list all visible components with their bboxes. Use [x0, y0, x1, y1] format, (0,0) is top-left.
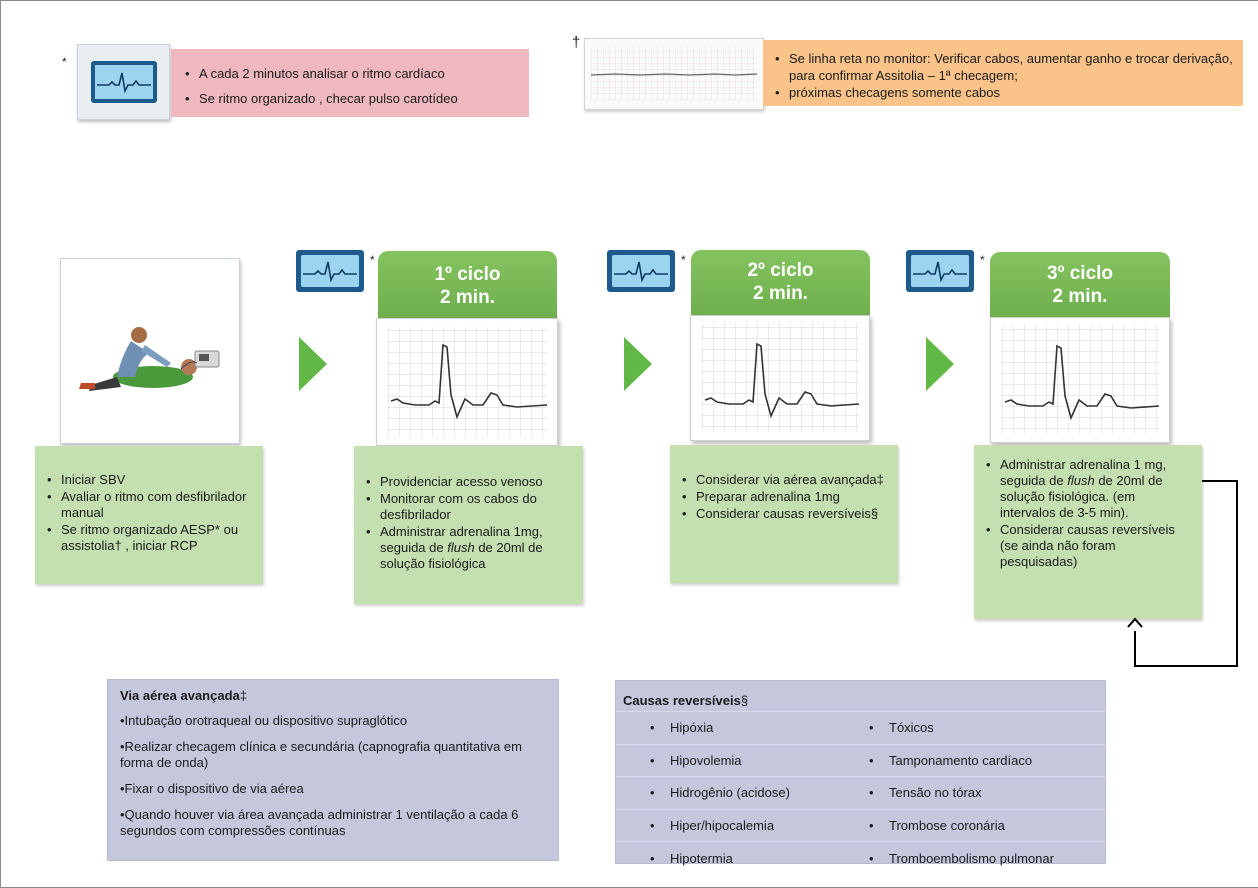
monitor-icon	[296, 250, 364, 292]
note-item: •Se linha reta no monitor: Verificar cab…	[775, 51, 1233, 83]
flow-arrow-icon	[926, 337, 954, 391]
table-row: •Hidrogênio (acidose) •Tensão no tórax	[616, 776, 1105, 809]
via-aerea-item: •Fixar o dispositivo de via aérea	[120, 781, 304, 796]
dagger-marker: †	[572, 34, 581, 51]
cause-cell: •Tamponamento cardíaco	[837, 743, 1105, 777]
cause-cell: •Hipóxia	[616, 711, 837, 744]
step-item: •Providenciar acesso venoso	[366, 474, 543, 489]
via-aerea-item: •Realizar checagem clínica e secundária …	[120, 739, 522, 770]
flow-arrow-icon	[299, 337, 327, 391]
step-item: •Considerar causas reversíveis§	[682, 506, 879, 521]
cycle-header: 1º ciclo 2 min.	[378, 251, 557, 321]
cycle-header: 3º ciclo 2 min.	[990, 252, 1170, 320]
note-item: •Se ritmo organizado , checar pulso caro…	[185, 91, 458, 106]
loop-connector	[1134, 665, 1238, 667]
step-item: •Considerar causas reversíveis (se ainda…	[986, 522, 1175, 569]
cause-cell: •Tromboembolismo pulmonar	[837, 841, 1105, 874]
cpr-illustration	[60, 258, 240, 444]
via-aerea-box: Via aérea avançada‡ •Intubação orotraque…	[107, 679, 559, 861]
monitor-icon	[607, 250, 675, 292]
asystole-strip	[584, 38, 764, 110]
cause-cell: •Hiper/hipocalemia	[616, 808, 837, 842]
step-item: •Monitorar com os cabos do desfibrilador	[366, 491, 537, 522]
cycle-title: 2º ciclo	[747, 260, 814, 281]
via-aerea-item: •Quando houver via área avançada adminis…	[120, 807, 519, 838]
cause-cell: •Trombose coronária	[837, 808, 1105, 842]
causas-reversiveis-box: Causas reversíveis§ •Hipóxia •Tóxicos •H…	[615, 680, 1106, 874]
loop-arrow-icon	[1127, 617, 1143, 628]
via-aerea-item: •Intubação orotraqueal ou dispositivo su…	[120, 713, 408, 728]
cause-cell: •Hipotermia	[616, 841, 837, 874]
cycle-header: 2º ciclo 2 min.	[691, 250, 870, 318]
orange-note: •Se linha reta no monitor: Verificar cab…	[763, 40, 1243, 106]
loop-connector	[1134, 631, 1136, 667]
monitor-icon	[77, 44, 170, 120]
causas-title: Causas reversíveis§	[623, 693, 749, 708]
cycle-title: 3º ciclo	[1046, 263, 1114, 284]
cause-cell: •Tensão no tórax	[837, 776, 1105, 809]
table-row: •Hipovolemia •Tamponamento cardíaco	[616, 743, 1105, 777]
loop-connector	[1202, 480, 1238, 667]
ecg-trace	[990, 317, 1170, 443]
cause-cell: •Tóxicos	[837, 711, 1105, 744]
step-item: •Preparar adrenalina 1mg	[682, 489, 840, 504]
step-initial-actions: •Iniciar SBV •Avaliar o ritmo com desfib…	[35, 446, 263, 584]
table-row: •Hiper/hipocalemia •Trombose coronária	[616, 808, 1105, 842]
step-cycle-1: •Providenciar acesso venoso •Monitorar c…	[354, 446, 583, 604]
star-marker: *	[370, 253, 375, 267]
ecg-trace	[376, 318, 558, 446]
step-item: •Avaliar o ritmo com desfibrilador manua…	[47, 489, 247, 520]
cycle-duration: 2 min.	[753, 283, 808, 304]
ecg-trace	[690, 315, 870, 441]
cause-cell: •Hipovolemia	[616, 743, 837, 777]
step-item: •Se ritmo organizado AESP* ou assistolia…	[47, 522, 239, 553]
cycle-duration: 2 min.	[1052, 286, 1108, 307]
note-item: •próximas checagens somente cabos	[775, 85, 1001, 100]
star-marker: *	[62, 55, 67, 69]
step-cycle-2: •Considerar via aérea avançada‡ •Prepara…	[670, 445, 898, 583]
star-marker: *	[681, 253, 686, 267]
cycle-duration: 2 min.	[440, 287, 495, 308]
cycle-title: 1º ciclo	[434, 264, 501, 285]
pink-note: •A cada 2 minutos analisar o ritmo cardí…	[171, 49, 529, 117]
flow-arrow-icon	[624, 337, 652, 391]
step-item: •Administrar adrenalina 1mg, seguida de …	[366, 524, 543, 571]
step-item: •Considerar via aérea avançada‡	[682, 472, 884, 487]
cause-cell: •Hidrogênio (acidose)	[616, 776, 837, 809]
table-row: •Hipotermia •Tromboembolismo pulmonar	[616, 841, 1105, 874]
causas-table: •Hipóxia •Tóxicos •Hipovolemia •Tamponam…	[616, 711, 1105, 874]
note-item: •A cada 2 minutos analisar o ritmo cardí…	[185, 66, 445, 81]
table-row: •Hipóxia •Tóxicos	[616, 711, 1105, 744]
star-marker: *	[980, 253, 985, 267]
step-item: •Iniciar SBV	[47, 472, 126, 487]
step-item: •Administrar adrenalina 1 mg, seguida de…	[986, 457, 1167, 520]
monitor-icon	[906, 250, 974, 292]
step-cycle-3: •Administrar adrenalina 1 mg, seguida de…	[974, 445, 1202, 619]
via-aerea-title: Via aérea avançada‡	[120, 688, 247, 703]
